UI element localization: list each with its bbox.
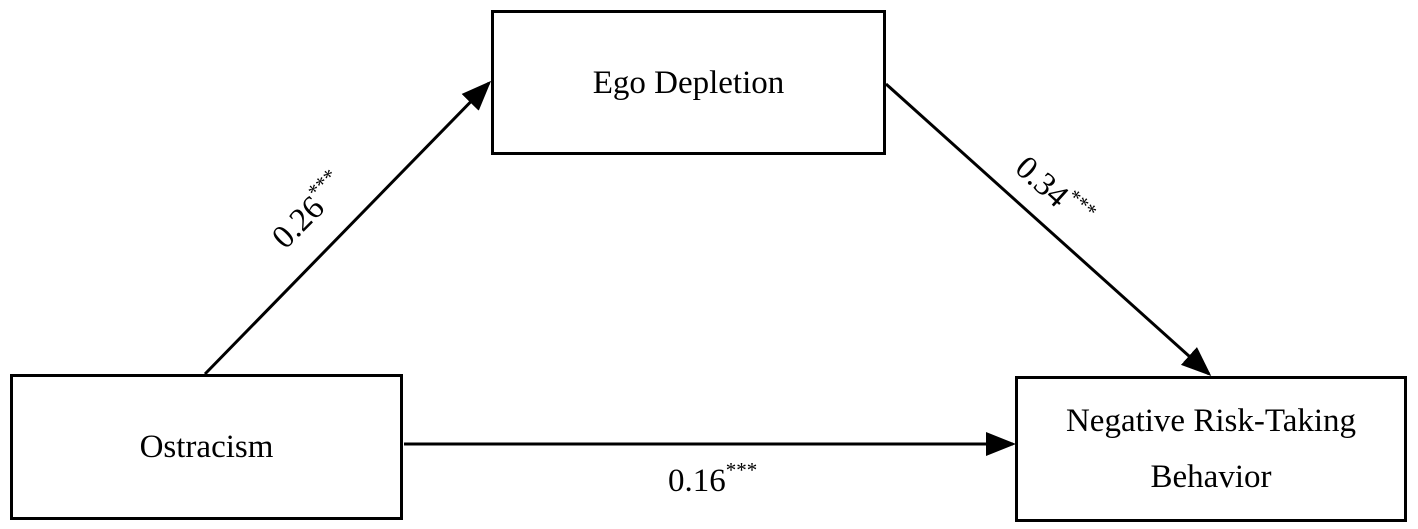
- predictor-label: Ostracism: [139, 429, 274, 465]
- path-c-significance: ***: [725, 458, 758, 482]
- path-c-coefficient: 0.16***: [668, 460, 757, 499]
- outcome-label-line-2: Behavior: [1150, 459, 1272, 495]
- mediator-box: Ego Depletion: [491, 10, 886, 155]
- outcome-label-line-1: Negative Risk-Taking: [1065, 403, 1357, 439]
- mediator-label: Ego Depletion: [592, 64, 785, 101]
- path-b-arrow: [884, 82, 1212, 377]
- predictor-box: Ostracism: [10, 374, 403, 520]
- outcome-box: Negative Risk-Taking Behavior: [1015, 376, 1407, 522]
- path-a-arrow: [203, 80, 492, 376]
- path-c-value: 0.16: [668, 463, 726, 499]
